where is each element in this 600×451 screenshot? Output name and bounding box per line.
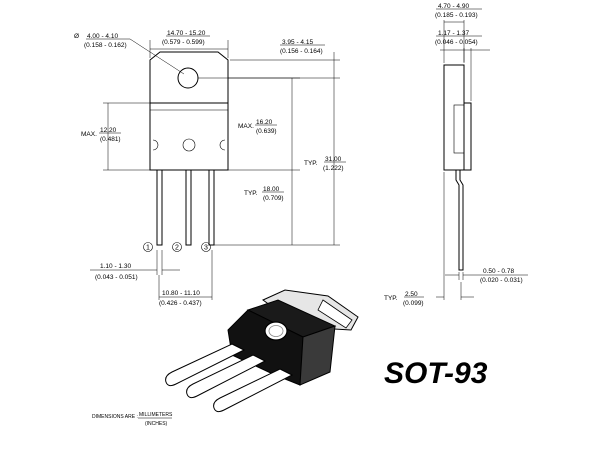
- svg-text:MILLIMETERS: MILLIMETERS: [139, 412, 173, 418]
- svg-text:TYP.: TYP.: [304, 160, 318, 167]
- render-lead-2: [186, 354, 267, 399]
- svg-text:(0.639): (0.639): [256, 128, 277, 135]
- package-3d-render: [165, 289, 359, 413]
- dim-tab-thickness: 1.17 - 1.37 (0.046 - 0.054): [435, 30, 490, 101]
- lead-2: [185, 169, 192, 246]
- lead-1: [156, 169, 163, 246]
- svg-text:TYP.: TYP.: [244, 190, 258, 197]
- mounting-hole: [177, 67, 199, 89]
- svg-text:(0.046 - 0.054): (0.046 - 0.054): [435, 39, 478, 46]
- dim-body-thickness: 4.70 - 4.90 (0.185 - 0.193): [435, 3, 482, 63]
- units-footnote: DIMENSIONS ARE : MILLIMETERS (INCHES): [92, 412, 173, 427]
- svg-text:MAX.: MAX.: [81, 131, 97, 138]
- dim-lead-length: TYP. 18.00 (0.709): [244, 170, 293, 245]
- side-tab: [463, 102, 472, 171]
- svg-text:4.70 - 4.90: 4.70 - 4.90: [438, 3, 469, 10]
- package-title: SOT-93: [384, 357, 488, 390]
- svg-text:31.00: 31.00: [325, 156, 342, 163]
- svg-text:(INCHES): (INCHES): [145, 421, 168, 427]
- render-lead-1: [165, 343, 246, 387]
- ejector-mark-center: [182, 138, 196, 152]
- dim-body-height: MAX. 16.20 (0.639): [228, 77, 300, 171]
- side-tab-inner: [453, 104, 465, 154]
- svg-text:(0.158 - 0.162): (0.158 - 0.162): [84, 42, 127, 49]
- svg-text:3.95 - 4.15: 3.95 - 4.15: [282, 39, 313, 46]
- svg-text:2.50: 2.50: [405, 291, 418, 298]
- svg-text:(0.481): (0.481): [100, 136, 121, 143]
- svg-text:14.70 - 15.20: 14.70 - 15.20: [167, 30, 206, 37]
- svg-text:(1.222): (1.222): [323, 165, 344, 172]
- svg-text:16.20: 16.20: [256, 119, 273, 126]
- svg-text:(0.099): (0.099): [403, 300, 424, 307]
- svg-text:DIMENSIONS ARE :: DIMENSIONS ARE :: [92, 414, 138, 420]
- svg-text:1.17 - 1.37: 1.17 - 1.37: [438, 30, 469, 37]
- svg-text:(0.185 - 0.193): (0.185 - 0.193): [435, 12, 478, 19]
- svg-text:(0.579 - 0.599): (0.579 - 0.599): [162, 39, 205, 46]
- svg-text:(0.043 - 0.051): (0.043 - 0.051): [95, 274, 138, 281]
- body-outline: [149, 102, 229, 171]
- svg-text:(0.156 - 0.164): (0.156 - 0.164): [280, 48, 323, 55]
- svg-text:(0.426 - 0.437): (0.426 - 0.437): [159, 300, 202, 307]
- dim-tab-height: MAX. 12.20 (0.481): [81, 102, 150, 171]
- pin-3-marker: [201, 242, 211, 252]
- svg-text:TYP.: TYP.: [384, 295, 398, 302]
- ejector-mark-left: [152, 139, 159, 151]
- ejector-mark-right: [219, 139, 226, 151]
- svg-text:10.80 - 11.10: 10.80 - 11.10: [162, 290, 200, 297]
- lead-3: [208, 169, 215, 246]
- render-body-side: [299, 325, 336, 386]
- dim-lead-width: 1.10 - 1.30 (0.043 - 0.051): [90, 250, 180, 281]
- dim-lead-span: 10.80 - 11.10 (0.426 - 0.437): [158, 250, 213, 307]
- svg-text:0.50 - 0.78: 0.50 - 0.78: [483, 268, 514, 275]
- svg-text:4.00 - 4.10: 4.00 - 4.10: [87, 33, 118, 40]
- svg-text:Ø: Ø: [74, 33, 79, 40]
- dim-lead-offset: TYP. 2.50 (0.099): [384, 172, 474, 307]
- svg-text:(0.709): (0.709): [263, 195, 284, 202]
- pin-1-marker: [143, 242, 153, 252]
- svg-text:MAX.: MAX.: [238, 123, 254, 130]
- front-view: 1 2 3 Ø 4.00 - 4.10 (0.158 - 0.162) 14.7…: [74, 30, 346, 307]
- dim-hole-diameter: Ø 4.00 - 4.10 (0.158 - 0.162): [74, 33, 185, 75]
- dim-total-length: TYP. 31.00 (1.222): [214, 85, 346, 246]
- svg-text:18.00: 18.00: [263, 186, 280, 193]
- pin-2-label: 2: [175, 245, 179, 252]
- side-lead: [455, 170, 464, 271]
- pin-3-label: 3: [204, 245, 208, 252]
- render-leads: [165, 343, 294, 413]
- dim-body-width: 14.70 - 15.20 (0.579 - 0.599): [149, 30, 229, 58]
- side-view: 4.70 - 4.90 (0.185 - 0.193) 1.17 - 1.37 …: [384, 3, 528, 307]
- svg-text:(0.020 - 0.031): (0.020 - 0.031): [480, 277, 523, 284]
- pin-1-label: 1: [146, 245, 150, 252]
- dim-lead-thickness: 0.50 - 0.78 (0.020 - 0.031): [445, 268, 528, 284]
- render-hole: [264, 321, 288, 341]
- svg-text:12.20: 12.20: [100, 127, 117, 134]
- svg-text:1.10 - 1.30: 1.10 - 1.30: [100, 263, 131, 270]
- render-lead-3: [213, 368, 294, 413]
- pin-2-marker: [172, 242, 182, 252]
